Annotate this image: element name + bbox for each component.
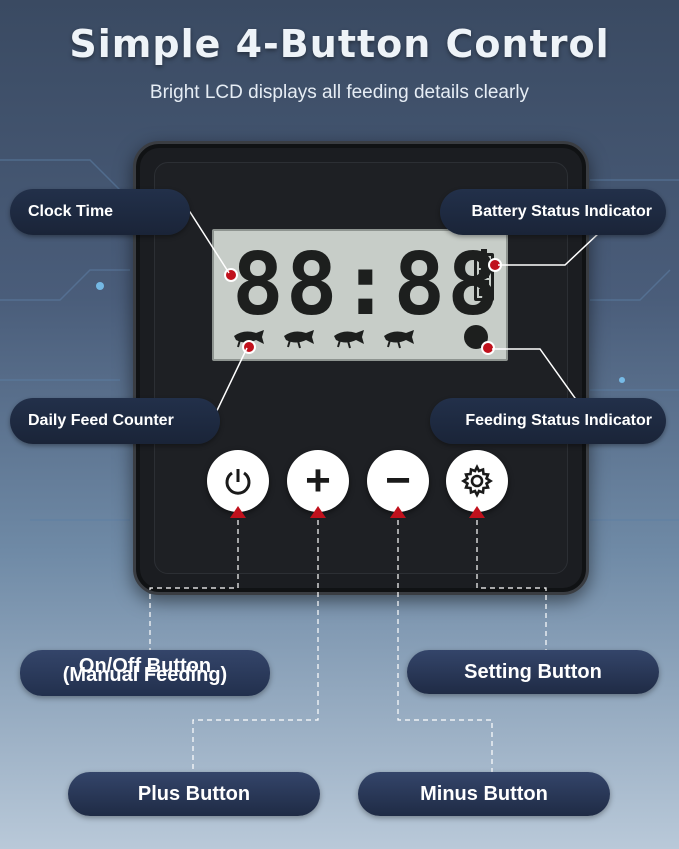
gear-icon [461,464,493,498]
clock-time-label: Clock Time [10,189,190,235]
minus-button-label: Minus Button [358,772,610,816]
feed-counter-marker [242,340,256,354]
fish-icon [284,330,314,349]
power-icon [225,469,251,495]
battery-icon [474,249,494,301]
battery-status-label: Battery Status Indicator [440,189,666,235]
plus-icon: + [305,456,331,505]
on-off-button[interactable] [207,450,269,512]
clock-time-marker [224,268,238,282]
minus-arrow-icon [390,506,406,518]
daily-feed-counter-label: Daily Feed Counter [10,398,220,444]
battery-marker [488,258,502,272]
page-subtitle: Bright LCD displays all feeding details … [149,82,530,103]
on-off-arrow-icon [230,506,246,518]
minus-icon: − [385,456,411,505]
fish-icon [334,330,364,349]
feeding-status-label: Feeding Status Indicator [430,398,666,444]
on-off-button-label: On/Off Button [20,650,270,696]
setting-arrow-icon [469,506,485,518]
page-title: Simple 4-Button Control [69,22,610,66]
lcd-clock-time: 88:88 [232,235,501,335]
plus-arrow-icon [310,506,326,518]
setting-button-label: Setting Button [407,650,659,694]
minus-button[interactable]: − [367,450,429,512]
on-off-button-label-line2: (Manual Feeding) [62,664,228,686]
fish-icon [384,330,414,349]
plus-button[interactable]: + [287,450,349,512]
plus-button-label: Plus Button [68,772,320,816]
lcd-display: 88:88 [212,229,508,361]
setting-button[interactable] [446,450,508,512]
daily-feed-counter-icons [232,327,432,353]
feeding-status-marker [481,341,495,355]
